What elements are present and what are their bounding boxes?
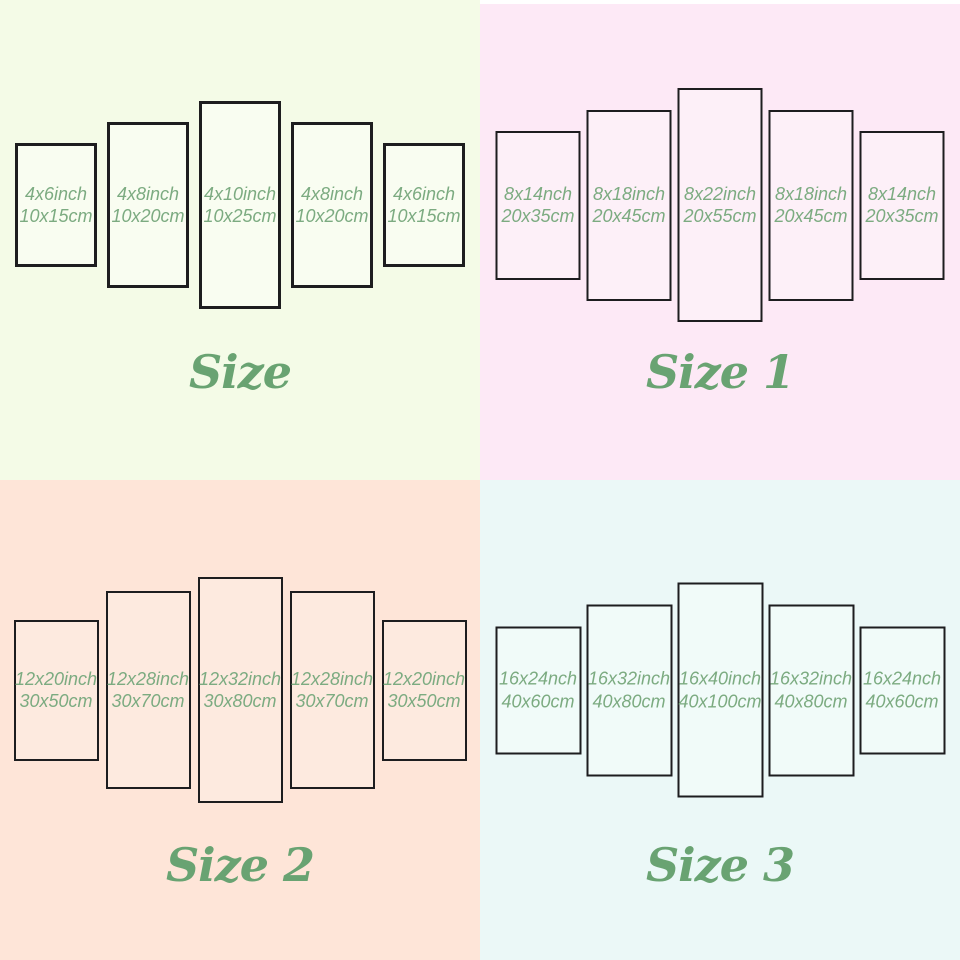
size-cm-label: 20x35cm [501, 206, 575, 226]
size-cm-label: 10x15cm [387, 206, 461, 226]
size-cm-label: 30x70cm [111, 691, 185, 711]
size-inch-label: 8x22inch [683, 183, 757, 204]
size-cm-label: 20x45cm [774, 206, 848, 226]
size-cm-label: 40x60cm [501, 691, 575, 711]
size-inch-label: 4x8inch [116, 183, 180, 204]
quadrant-title: Size 2 [165, 838, 315, 892]
size-cm-label: 10x25cm [203, 206, 277, 226]
size-inch-label: 16x32inch [769, 668, 853, 689]
size-cm-label: 30x50cm [19, 691, 93, 711]
size-inch-label: 16x40inch [678, 668, 762, 689]
size-inch-label: 12x20inch [14, 668, 98, 689]
size-inch-label: 16x32inch [587, 668, 671, 689]
size-cm-label: 30x50cm [387, 691, 461, 711]
size-cm-label: 10x20cm [295, 206, 369, 226]
size-inch-label: 8x14nch [867, 183, 937, 204]
size-cm-label: 40x80cm [774, 691, 848, 711]
size-cm-label: 10x15cm [19, 206, 93, 226]
size-inch-label: 4x6inch [24, 183, 88, 204]
size-inch-label: 12x28inch [290, 668, 374, 689]
size-cm-label: 20x35cm [865, 206, 939, 226]
quadrant-title: Size 1 [645, 345, 795, 399]
size-inch-label: 8x14nch [503, 183, 573, 204]
size-cm-label: 30x80cm [203, 691, 277, 711]
size-inch-label: 12x28inch [106, 668, 190, 689]
size-cm-label: 30x70cm [295, 691, 369, 711]
size-inch-label: 8x18inch [774, 183, 848, 204]
size-inch-label: 12x20inch [382, 668, 466, 689]
size-inch-label: 12x32inch [198, 668, 282, 689]
quadrant-title: Size [188, 345, 292, 399]
size-inch-label: 8x18inch [592, 183, 666, 204]
size-cm-label: 40x80cm [592, 691, 666, 711]
size-cm-label: 10x20cm [111, 206, 185, 226]
size-cm-label: 40x100cm [678, 691, 762, 711]
size-cm-label: 20x55cm [683, 206, 757, 226]
quadrant-title: Size 3 [645, 838, 795, 892]
size-cm-label: 40x60cm [865, 691, 939, 711]
size-inch-label: 4x10inch [203, 183, 277, 204]
size-inch-label: 16x24nch [862, 668, 942, 689]
size-inch-label: 4x8inch [300, 183, 364, 204]
size-inch-label: 4x6inch [392, 183, 456, 204]
size-inch-label: 16x24nch [498, 668, 578, 689]
size-cm-label: 20x45cm [592, 206, 666, 226]
